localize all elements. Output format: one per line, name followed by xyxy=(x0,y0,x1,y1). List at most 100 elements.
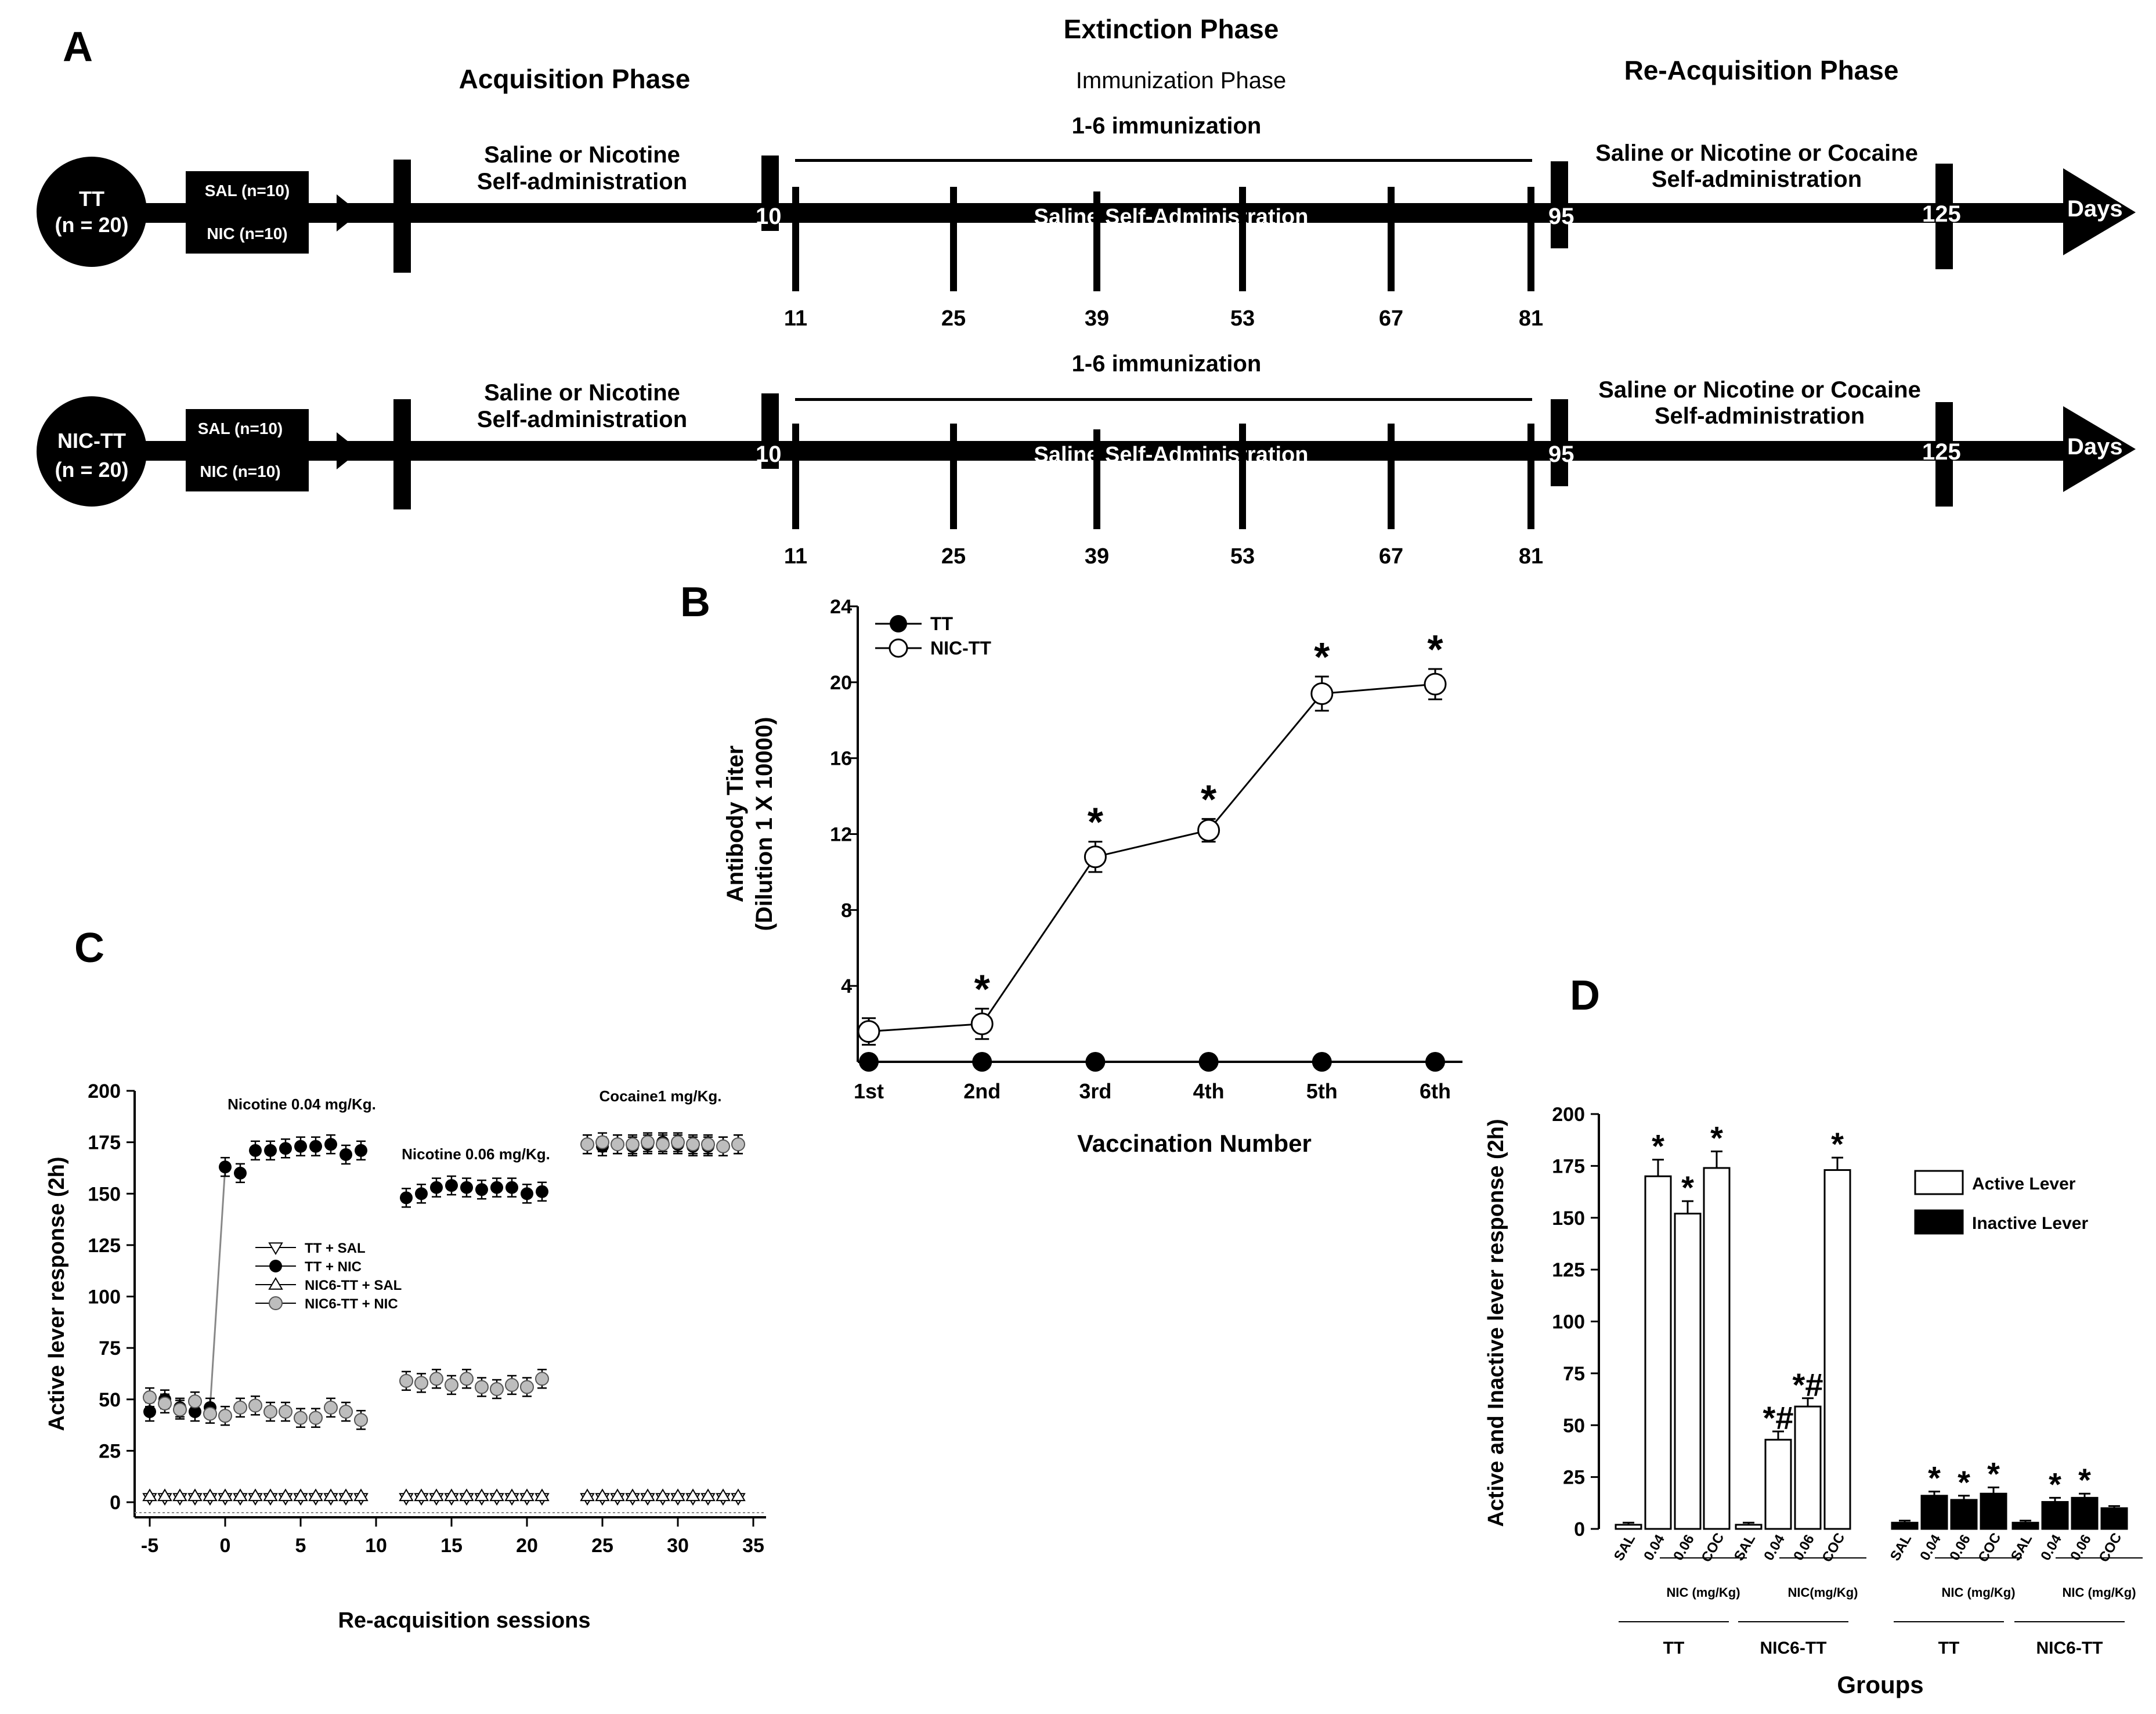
tick-day-10 xyxy=(761,393,779,469)
data-point xyxy=(400,1191,413,1205)
panel-d-label: D xyxy=(1570,972,1600,1019)
panel-d-marks: ****#*#****** xyxy=(1615,1119,2128,1530)
y-tick-label: 150 xyxy=(88,1183,121,1205)
data-point xyxy=(233,1488,248,1502)
series-tt xyxy=(859,1052,1445,1072)
legend-marker xyxy=(269,1260,282,1272)
significance-mark: * xyxy=(1314,634,1330,679)
series-line xyxy=(868,683,1436,1033)
data-point xyxy=(490,1181,503,1194)
immunization-day: 53 xyxy=(1230,306,1255,331)
immunization-tick xyxy=(1388,424,1395,529)
legend-label: Active Lever xyxy=(1972,1174,2076,1194)
y-tick-label: 4 xyxy=(841,975,852,997)
data-point xyxy=(731,1137,745,1152)
immunization-tick xyxy=(1093,191,1100,291)
data-point xyxy=(641,1135,655,1149)
legend-marker xyxy=(269,1296,283,1310)
annotation-cocaine: Cocaine1 mg/Kg. xyxy=(600,1087,722,1105)
data-point xyxy=(460,1372,474,1386)
data-point xyxy=(430,1181,443,1194)
legend-marker xyxy=(268,1242,283,1255)
data-point xyxy=(489,1488,504,1502)
data-point xyxy=(309,1411,323,1425)
data-point xyxy=(595,1135,609,1149)
data-point xyxy=(157,1488,172,1502)
bar-label: SAL xyxy=(1887,1532,1915,1564)
immunization-tick xyxy=(1527,424,1534,529)
y-axis-title-line2: (Dilution 1 X 10000) xyxy=(752,717,777,931)
legend-label: NIC6-TT + NIC xyxy=(305,1296,398,1312)
legend-marker xyxy=(889,638,908,658)
immunization-day: 39 xyxy=(1085,306,1109,331)
data-point xyxy=(338,1488,353,1502)
dose-label: NIC(mg/Kg) xyxy=(1788,1585,1858,1600)
data-point xyxy=(142,1488,157,1502)
data-point xyxy=(248,1488,263,1502)
bar-label: COC xyxy=(1819,1530,1848,1565)
immunization-day: 25 xyxy=(941,544,966,569)
acq-label-line2: Self-administration xyxy=(477,407,687,432)
reacq-label-line1: Saline or Nicotine or Cocaine xyxy=(1595,140,1918,166)
bar xyxy=(1891,1521,1919,1530)
sal-box xyxy=(186,409,309,445)
data-point xyxy=(671,1135,685,1149)
data-point xyxy=(536,1185,548,1198)
tick-day-125 xyxy=(1935,164,1953,269)
data-point xyxy=(203,1488,218,1502)
immunization-bracket xyxy=(795,159,1532,162)
data-point xyxy=(475,1183,488,1196)
bar xyxy=(1920,1495,1948,1530)
immunization-tick xyxy=(792,424,799,529)
legend-marker xyxy=(890,615,907,632)
data-point xyxy=(399,1488,414,1502)
data-point xyxy=(218,1409,232,1423)
day-label-10: 10 xyxy=(756,442,782,467)
data-point xyxy=(970,1013,994,1036)
series-nic-tt: ***** xyxy=(857,627,1447,1046)
y-tick-label: 100 xyxy=(1552,1311,1585,1333)
data-point xyxy=(670,1488,685,1502)
nic-box-label: NIC (n=10) xyxy=(200,462,280,480)
data-point xyxy=(172,1488,187,1502)
immunization-ticks xyxy=(792,187,1534,291)
group-label: NIC6-TT xyxy=(1760,1639,1827,1658)
data-point xyxy=(626,1137,640,1152)
bar-label: COC xyxy=(2096,1530,2125,1565)
x-tick-label: 6th xyxy=(1420,1079,1451,1103)
data-point xyxy=(249,1144,262,1157)
y-tick-label: 100 xyxy=(88,1286,121,1308)
group-label: TT xyxy=(1663,1639,1685,1658)
data-point xyxy=(640,1488,655,1502)
data-point xyxy=(686,1137,700,1152)
data-point xyxy=(340,1148,352,1161)
bar-label: SAL xyxy=(2008,1532,2035,1564)
legend-swatch xyxy=(1914,1209,1964,1235)
y-tick-label: 24 xyxy=(830,596,852,618)
x-axis-title: Vaccination Number xyxy=(1077,1130,1312,1157)
data-point xyxy=(203,1406,217,1421)
bar xyxy=(2071,1496,2099,1530)
series-tt-nic xyxy=(143,1132,745,1422)
x-tick-label: 25 xyxy=(591,1535,613,1557)
data-point xyxy=(580,1488,595,1502)
bar xyxy=(1674,1213,1702,1530)
y-tick-label: 16 xyxy=(830,748,852,770)
reacq-label-line2: Self-administration xyxy=(1655,403,1865,429)
data-point xyxy=(187,1488,203,1502)
immunization-day: 81 xyxy=(1519,306,1543,331)
day-label-125: 125 xyxy=(1922,201,1961,227)
data-point xyxy=(309,1140,322,1153)
legend-label: NIC6-TT + SAL xyxy=(305,1278,402,1293)
dose-label: NIC (mg/Kg) xyxy=(1941,1585,2015,1600)
legend-label: Inactive Lever xyxy=(1972,1214,2088,1233)
panel-b-label: B xyxy=(680,579,710,625)
data-point xyxy=(656,1137,670,1152)
